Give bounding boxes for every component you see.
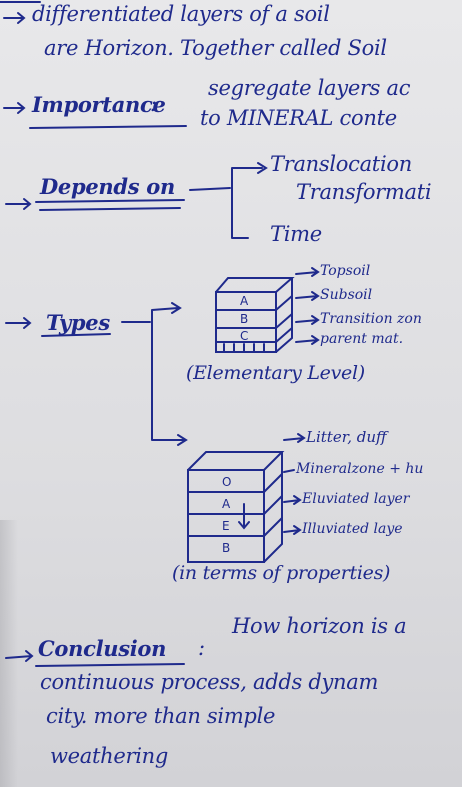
intro-line-1: differentiated layers of a soil <box>32 2 330 26</box>
arrow-icon <box>295 291 320 301</box>
arrow-icon <box>5 317 32 329</box>
layer-label: C <box>240 329 248 343</box>
importance-text-2: to MINERAL conte <box>200 106 397 130</box>
intro-line-2: are Horizon. Together called Soil <box>44 36 387 60</box>
importance-text-1: segregate layers ac <box>208 76 411 100</box>
importance-colon: : <box>150 92 157 116</box>
arrow-icon <box>295 335 320 345</box>
conclusion-underline <box>35 663 185 667</box>
types-heading: Types <box>46 310 110 335</box>
layer-label: B <box>222 541 230 555</box>
layer-label: O <box>222 475 231 489</box>
importance-heading: Importance <box>32 92 166 117</box>
arrow-icon <box>3 12 26 24</box>
types-bracket <box>151 302 188 446</box>
conclusion-text-2: continuous process, adds dynam <box>40 670 379 694</box>
conclusion-text-3: city. more than simple <box>46 704 276 728</box>
conclusion-text-4: weathering <box>50 744 169 768</box>
properties-label-3: Eluviated layer <box>302 491 410 507</box>
arrow-icon <box>295 315 320 325</box>
conclusion-heading: Conclusion <box>38 636 167 661</box>
conclusion-text-1: How horizon is a <box>232 614 407 638</box>
types-underline <box>41 333 111 337</box>
elementary-soil-box <box>215 277 295 353</box>
importance-underline <box>29 125 187 129</box>
arrow-icon <box>5 198 32 210</box>
layer-label: B <box>240 312 248 326</box>
bracket-line <box>231 162 268 239</box>
properties-soil-box <box>187 451 285 563</box>
elementary-label-1: Topsoil <box>320 263 371 279</box>
page-shadow <box>0 520 18 787</box>
depends-item-2: Transformati <box>296 180 432 204</box>
depends-item-1: Translocation <box>270 152 412 176</box>
elementary-label-2: Subsoil <box>320 287 373 303</box>
arrow-icon <box>283 525 302 535</box>
properties-caption: (in terms of properties) <box>172 562 391 584</box>
properties-label-1: Litter, duff <box>306 428 387 446</box>
arrow-icon <box>283 495 302 505</box>
arrow-icon <box>283 433 306 443</box>
layer-label: A <box>222 497 231 511</box>
elementary-label-3: Transition zon <box>320 311 422 327</box>
elementary-label-4: parent mat. <box>320 331 404 347</box>
connector-line <box>189 187 231 191</box>
arrow-icon <box>283 469 295 473</box>
depends-item-3: Time <box>270 222 322 246</box>
dependson-underline <box>35 199 185 211</box>
properties-label-2: Mineralzone + hu <box>296 461 424 477</box>
arrow-icon <box>5 650 34 662</box>
elementary-caption: (Elementary Level) <box>186 362 365 384</box>
layer-label: E <box>222 519 230 533</box>
arrow-icon <box>3 102 26 114</box>
layer-label: A <box>240 294 249 308</box>
properties-label-4: Illuviated laye <box>302 521 403 537</box>
conclusion-colon: : <box>198 636 205 660</box>
depends-on-heading: Depends on <box>40 174 175 199</box>
arrow-icon <box>295 267 320 277</box>
